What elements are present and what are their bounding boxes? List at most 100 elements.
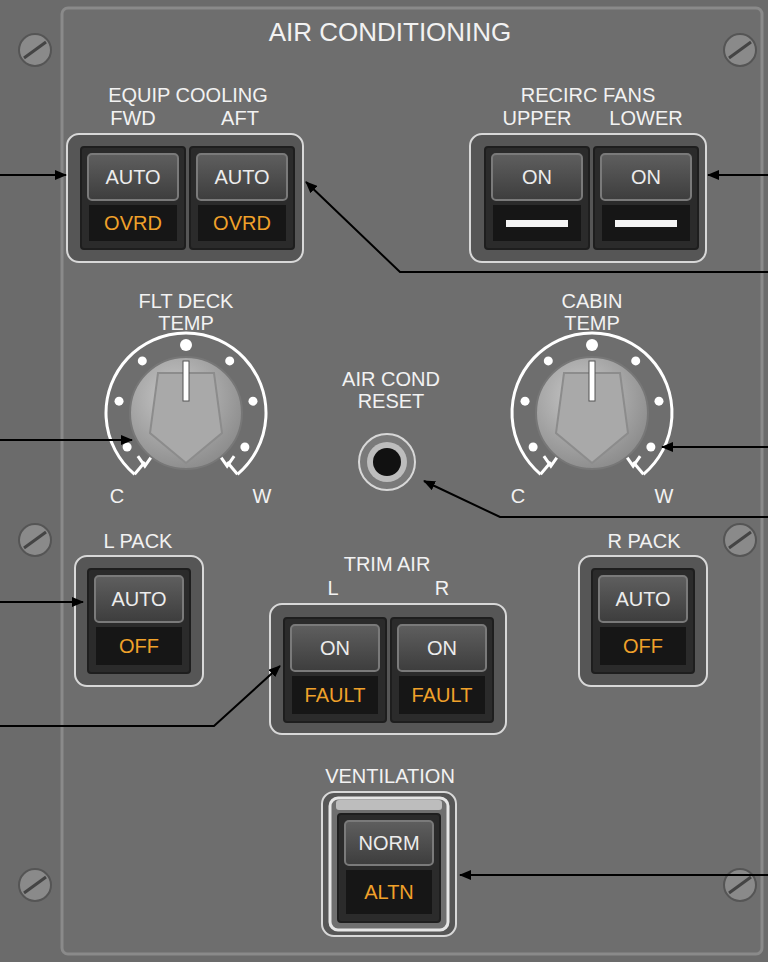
scale-dot: [180, 339, 192, 351]
switch-cap: AUTO: [598, 575, 688, 623]
switch-text: ON: [427, 638, 457, 658]
switch-annunciator: OFF: [119, 636, 159, 656]
switch-text: ON: [522, 167, 552, 187]
switch-light: ON: [593, 146, 699, 250]
switch-light: AUTO OFF: [591, 568, 695, 674]
switch-cap: AUTO: [196, 153, 288, 201]
scale-dot: [544, 356, 553, 365]
panel-label: W: [253, 485, 272, 507]
panel-label: LOWER: [609, 107, 682, 129]
switch-cap: AUTO: [87, 153, 179, 201]
scale-dot: [529, 443, 538, 452]
reset-bezel: [367, 442, 407, 482]
screw: [19, 34, 51, 66]
scale-dot: [654, 397, 663, 406]
panel-label: EQUIP COOLING: [108, 84, 268, 106]
scale-dot: [631, 356, 640, 365]
switch-light: NORM ALTN: [337, 813, 441, 923]
switch-light: ON: [484, 146, 590, 250]
reset-ring: [359, 434, 415, 490]
scale-dot: [138, 356, 147, 365]
screw: [19, 524, 51, 556]
switch-legend: FAULT: [399, 676, 485, 714]
panel-title: AIR CONDITIONING: [269, 18, 512, 47]
panel-label: L PACK: [104, 530, 173, 552]
screw: [19, 869, 51, 901]
panel-label: FWD: [110, 107, 156, 129]
switch-annunciator: OVRD: [213, 213, 271, 233]
switch-annunciator: OVRD: [104, 213, 162, 233]
panel-label: W: [655, 485, 674, 507]
guard-hinge: [336, 800, 442, 810]
scale-dot: [115, 397, 124, 406]
knob-pointer: [589, 361, 595, 401]
panel-label: VENTILATION: [325, 765, 455, 787]
switch-cap: ON: [397, 624, 487, 672]
scale-arc: [512, 333, 672, 474]
switch-cap: ON: [290, 624, 380, 672]
indicator-bar: [506, 220, 568, 227]
knob: [130, 357, 242, 469]
panel-label: UPPER: [503, 107, 572, 129]
switch-annunciator: ALTN: [364, 882, 414, 902]
switch-legend: OFF: [96, 627, 182, 665]
screw-slot: [24, 877, 46, 893]
scale-arc: [106, 333, 266, 474]
scale-arrow: [544, 456, 558, 466]
scale-dot: [586, 339, 598, 351]
switch-light: ON FAULT: [283, 617, 387, 723]
switch-text: AUTO: [214, 167, 269, 187]
leader-lines: [0, 175, 768, 875]
reset-button: [373, 448, 401, 476]
switch-text: ON: [631, 167, 661, 187]
switch-guard: [330, 798, 448, 930]
scale-dot: [521, 397, 530, 406]
screws: [19, 34, 756, 901]
scale-dot: [225, 356, 234, 365]
screw-slot: [729, 532, 751, 548]
knob: [536, 357, 648, 469]
switch-light: AUTO OVRD: [80, 146, 186, 250]
panel-label: R: [435, 577, 449, 599]
scale-dot: [123, 443, 132, 452]
scale-dot: [646, 443, 655, 452]
switch-legend: [602, 205, 690, 241]
housings: [67, 134, 707, 936]
switch-text: AUTO: [105, 167, 160, 187]
switch-annunciator: FAULT: [305, 685, 366, 705]
switch-light: ON FAULT: [390, 617, 494, 723]
scale-arrow: [626, 456, 640, 466]
panel-label: L: [327, 577, 338, 599]
panel-label: C: [110, 485, 124, 507]
screw-slot: [729, 877, 751, 893]
scale-dot: [248, 397, 257, 406]
switch-legend: FAULT: [292, 676, 378, 714]
panel: [62, 8, 762, 954]
scale-arrow: [138, 456, 152, 466]
panel-label: TRIM AIR: [344, 553, 431, 575]
switch-cap: AUTO: [94, 575, 184, 623]
switch-legend: ALTN: [346, 870, 432, 914]
indicator-bar: [615, 220, 677, 227]
switch-legend: OFF: [600, 627, 686, 665]
switch-legend: OVRD: [89, 205, 177, 241]
panel-label: RECIRC FANS: [521, 84, 655, 106]
switch-text: AUTO: [111, 589, 166, 609]
switch-annunciator: FAULT: [412, 685, 473, 705]
switch-cap: ON: [491, 153, 583, 201]
screw: [724, 34, 756, 66]
switch-light: AUTO OFF: [87, 568, 191, 674]
switch-text: ON: [320, 638, 350, 658]
panel-label: FLT DECK TEMP: [136, 290, 236, 334]
switch-cap: NORM: [344, 820, 434, 866]
scale-dot: [240, 443, 249, 452]
screw-slot: [24, 42, 46, 58]
panel-label: C: [511, 485, 525, 507]
panel-label: AIR COND RESET: [341, 368, 441, 412]
screw-slot: [24, 532, 46, 548]
panel-label: CABIN TEMP: [552, 290, 632, 334]
panel-label: R PACK: [608, 530, 681, 552]
screw-slot: [729, 42, 751, 58]
screw: [724, 869, 756, 901]
switch-text: AUTO: [615, 589, 670, 609]
